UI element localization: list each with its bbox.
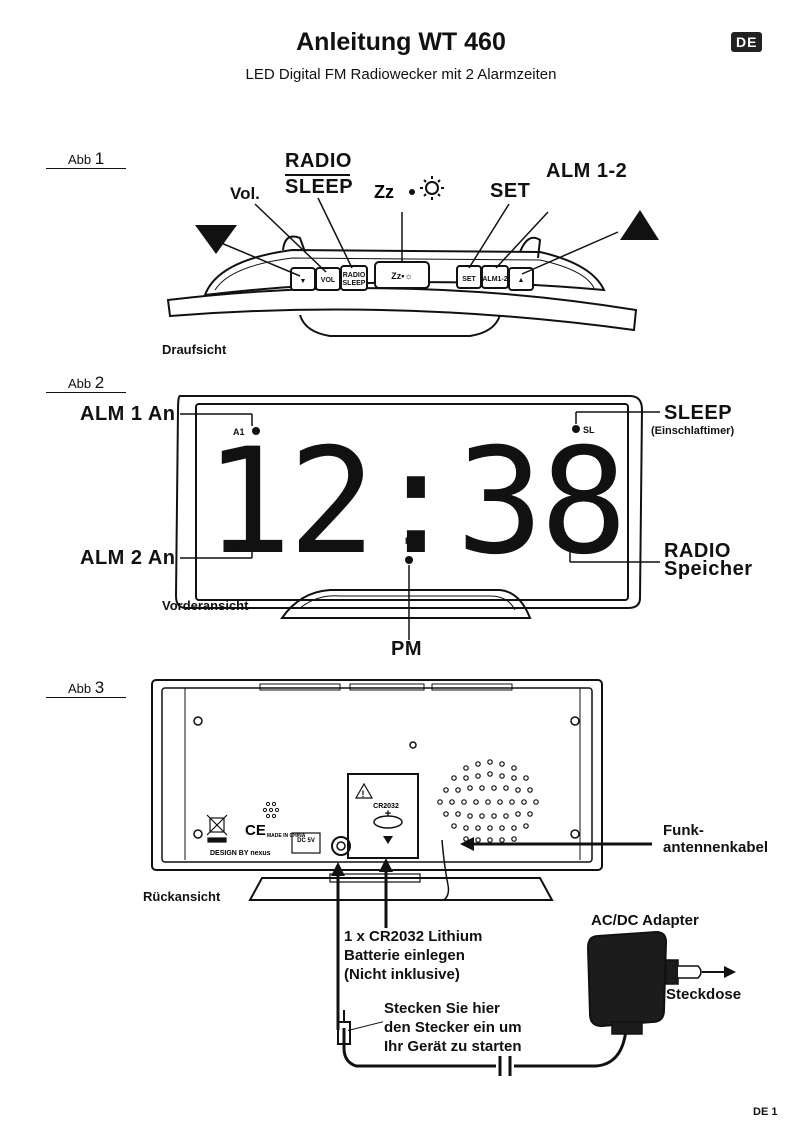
svg-text:DC 5V: DC 5V bbox=[297, 838, 315, 844]
snooze-light-icon: Zz bbox=[374, 176, 444, 202]
fig3-adapter-label: AC/DC Adapter bbox=[591, 912, 699, 929]
svg-text:SET: SET bbox=[462, 276, 476, 283]
fig2-view-caption: Vorderansicht bbox=[162, 598, 249, 613]
svg-text:P: P bbox=[405, 536, 411, 546]
fig3-plug-line1: Stecken Sie hier bbox=[384, 1000, 500, 1017]
figure1-number: 1 bbox=[94, 149, 105, 168]
fig1-sleep-label: SLEEP bbox=[285, 176, 354, 198]
figure2-label: Abb bbox=[68, 376, 92, 391]
fig1-radio-divider bbox=[285, 174, 350, 176]
svg-text:ALM1-2: ALM1-2 bbox=[482, 276, 507, 283]
fig3-plug-note: Stecken Sie hier den Stecker ein um Ihr … bbox=[384, 999, 522, 1056]
page-number: DE 1 bbox=[753, 1106, 778, 1118]
svg-text:VOL: VOL bbox=[321, 277, 336, 284]
fig2-alm1-label: ALM 1 An bbox=[80, 403, 176, 425]
svg-text:▼: ▼ bbox=[300, 278, 307, 285]
figure2-front-view-drawing: 12:38 A1 A2 SL MEM P bbox=[174, 395, 660, 640]
fig2-alm2-label: ALM 2 An bbox=[80, 547, 176, 569]
svg-text:RADIO: RADIO bbox=[343, 272, 366, 279]
svg-text:SLEEP: SLEEP bbox=[343, 280, 366, 287]
svg-text:A1: A1 bbox=[233, 427, 245, 437]
svg-text:MADE IN CHINA: MADE IN CHINA bbox=[267, 833, 306, 839]
down-arrow-icon bbox=[195, 225, 237, 254]
figure2-underline bbox=[46, 392, 126, 393]
page-title: Anleitung WT 460 bbox=[296, 28, 506, 56]
figure1-top-view-drawing: Zz ▼ VOL RADIO SLEEP Zz•☼ SET ALM1-2 bbox=[166, 176, 659, 337]
svg-text:DESIGN BY nexus: DESIGN BY nexus bbox=[210, 850, 271, 857]
fig2-pm-label: PM bbox=[391, 638, 422, 660]
fig3-plug-line3: Ihr Gerät zu starten bbox=[384, 1038, 522, 1055]
fig3-battery-line2: Batterie einlegen bbox=[344, 947, 465, 964]
figure3-label: Abb bbox=[68, 681, 92, 696]
fig3-antenna-label-line1: Funk- bbox=[663, 822, 704, 839]
fig3-outlet-label: Steckdose bbox=[666, 986, 742, 1003]
figure1-label: Abb bbox=[68, 152, 92, 167]
up-arrow-icon bbox=[620, 210, 659, 240]
svg-text:12:38: 12:38 bbox=[204, 417, 624, 587]
fig3-battery-line1: 1 x CR2032 Lithium bbox=[344, 928, 483, 945]
fig3-battery-note: 1 x CR2032 Lithium Batterie einlegen (Ni… bbox=[344, 927, 482, 984]
page-subtitle: LED Digital FM Radiowecker mit 2 Alarmze… bbox=[245, 66, 557, 83]
svg-text:CE: CE bbox=[245, 822, 266, 839]
fig3-plug-line2: den Stecker ein um bbox=[384, 1019, 522, 1036]
fig3-view-caption: Rückansicht bbox=[143, 889, 221, 904]
warning-icon bbox=[354, 782, 374, 799]
fig2-radio-label: RADIO bbox=[664, 540, 731, 562]
svg-text:A2: A2 bbox=[230, 543, 242, 553]
figure3-number: 3 bbox=[94, 678, 105, 697]
figure3-back-view-drawing: ! CR2032 + DC 5V CE MADE IN CHINA DESIGN… bbox=[151, 679, 736, 1076]
figure2-caption: Abb 2 bbox=[68, 373, 104, 393]
figure3-caption: Abb 3 bbox=[68, 678, 104, 698]
fig1-alm-label: ALM 1-2 bbox=[546, 160, 628, 182]
svg-text:MEM: MEM bbox=[576, 543, 597, 553]
figure3-underline bbox=[46, 697, 126, 698]
svg-text:SL: SL bbox=[583, 425, 595, 435]
svg-text:+: + bbox=[385, 808, 391, 820]
svg-text:Zz•☼: Zz•☼ bbox=[391, 271, 412, 281]
fig3-battery-line3: (Nicht inklusive) bbox=[344, 966, 460, 983]
svg-text:CR2032: CR2032 bbox=[373, 803, 399, 810]
figure1-underline bbox=[46, 168, 126, 169]
recycle-bin-icon bbox=[206, 814, 228, 843]
fig3-antenna-label-line2: antennenkabel bbox=[663, 839, 769, 856]
figure2-number: 2 bbox=[94, 373, 105, 392]
svg-text:!: ! bbox=[362, 789, 365, 799]
language-badge: DE bbox=[731, 32, 763, 52]
figure1-caption: Abb 1 bbox=[68, 149, 104, 169]
fig2-sleep-sub-label: (Einschlaftimer) bbox=[651, 425, 735, 437]
fig2-radio-sub-label: Speicher bbox=[664, 558, 753, 580]
svg-text:Zz: Zz bbox=[374, 182, 394, 202]
svg-text:▲: ▲ bbox=[518, 277, 525, 284]
fig1-radio-label: RADIO bbox=[285, 150, 352, 172]
fig2-sleep-label: SLEEP bbox=[664, 402, 733, 424]
fig1-set-label: SET bbox=[490, 180, 531, 202]
fig1-view-caption: Draufsicht bbox=[162, 342, 227, 357]
fig1-vol-label: Vol. bbox=[230, 184, 260, 203]
